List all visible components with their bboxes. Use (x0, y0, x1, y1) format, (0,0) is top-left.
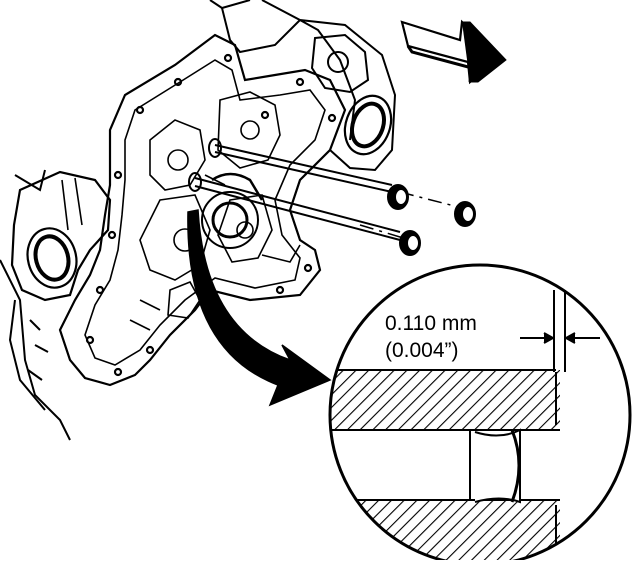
front-seal-housing (10, 170, 112, 302)
pump-gear-shafts (188, 138, 401, 241)
upper-section-hatch (330, 370, 560, 430)
bushing (454, 201, 476, 227)
oil-pump-housing (201, 172, 264, 249)
front-cover-plate (58, 33, 347, 387)
lower-section-hatch (330, 500, 560, 565)
curved-arrow-icon (187, 209, 332, 407)
upper-seal (343, 94, 393, 156)
bushing (399, 230, 421, 256)
bushing (387, 184, 409, 210)
measurement-imperial: (0.004”) (385, 339, 459, 362)
detail-magnifier: 0.110 mm (0.004”) (328, 263, 632, 565)
upper-housing (310, 33, 370, 94)
dimension-marks (520, 290, 600, 372)
measurement-metric: 0.110 mm (385, 312, 477, 335)
gear-bushings (387, 184, 476, 256)
engine-block (0, 0, 397, 441)
hollow-arrow-icon (400, 19, 507, 85)
